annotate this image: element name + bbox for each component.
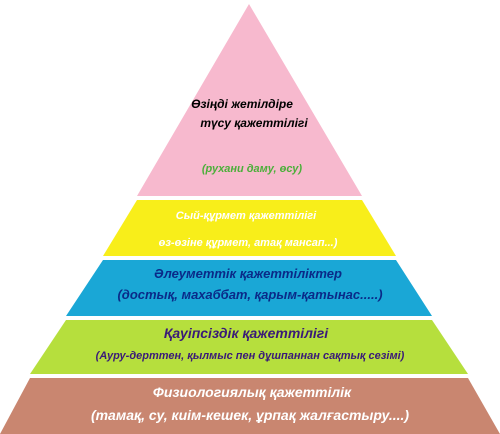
pyramid-level-self-actualization bbox=[137, 4, 362, 196]
pyramid-level-social bbox=[66, 260, 432, 316]
social-subtitle: (достық, махаббат, қарым-қатынас.....) bbox=[117, 287, 383, 302]
safety-title: Қауіпсіздік қажеттілігі bbox=[163, 325, 329, 341]
social-title: Әлеуметтік қажеттіліктер bbox=[154, 266, 342, 281]
physiological-subtitle: (тамақ, су, киім-кешек, ұрпақ жалғастыру… bbox=[90, 407, 410, 423]
physiological-title: Физиологиялық қажеттілік bbox=[152, 384, 352, 400]
pyramid-level-esteem bbox=[103, 200, 396, 256]
self-actualization-title-line2: түсу қажеттілігі bbox=[200, 116, 308, 130]
pyramid-level-physiological bbox=[0, 378, 500, 434]
self-actualization-title-line1: Өзіңді жетілдіре bbox=[191, 97, 293, 111]
self-actualization-subtitle: (рухани даму, өсу) bbox=[201, 163, 303, 175]
esteem-subtitle: өз-өзіне құрмет, атақ мансап...) bbox=[158, 237, 338, 249]
esteem-title: Сый-құрмет қажеттілігі bbox=[175, 210, 317, 222]
pyramid-level-safety bbox=[30, 320, 468, 374]
safety-subtitle: (Ауру-дерттен, қылмыс пен дұшпаннан сақт… bbox=[95, 350, 405, 362]
